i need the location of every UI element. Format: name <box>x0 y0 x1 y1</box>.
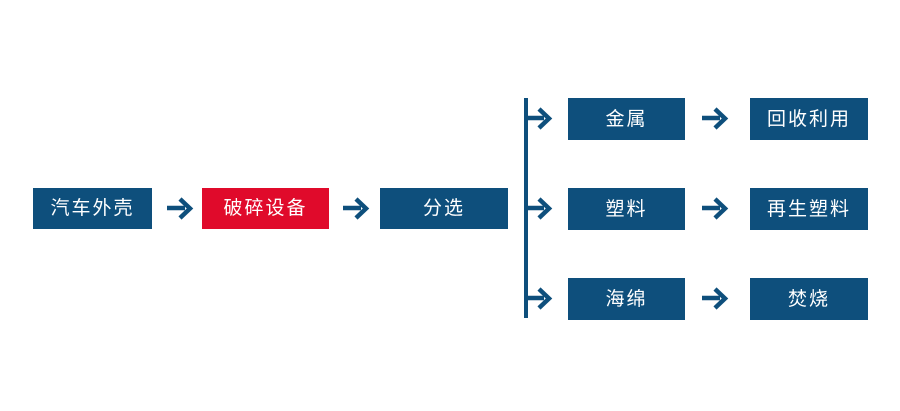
arrow-right-icon-crusher-to-sorting <box>341 196 373 222</box>
arrow-right-icon-branch-sponge <box>526 286 556 312</box>
node-sponge-output[interactable]: 焚烧 <box>750 278 868 320</box>
node-metal-output[interactable]: 回收利用 <box>750 98 868 140</box>
arrow-right-icon-plastic-to-out <box>700 196 732 222</box>
arrow-right-icon-branch-metal <box>526 106 556 132</box>
arrow-right-icon-sponge-to-out <box>700 286 732 312</box>
arrow-right-icon-source-to-crusher <box>165 196 197 222</box>
node-plastic[interactable]: 塑料 <box>568 188 685 230</box>
node-plastic-output[interactable]: 再生塑料 <box>750 188 868 230</box>
node-sorting[interactable]: 分选 <box>380 188 508 229</box>
node-sponge[interactable]: 海绵 <box>568 278 685 320</box>
node-metal[interactable]: 金属 <box>568 98 685 140</box>
arrow-right-icon-branch-plastic <box>526 196 556 222</box>
arrow-right-icon-metal-to-out <box>700 106 732 132</box>
node-source[interactable]: 汽车外壳 <box>33 188 152 229</box>
branch-split-icon <box>524 98 528 318</box>
node-crusher[interactable]: 破碎设备 <box>202 188 329 229</box>
